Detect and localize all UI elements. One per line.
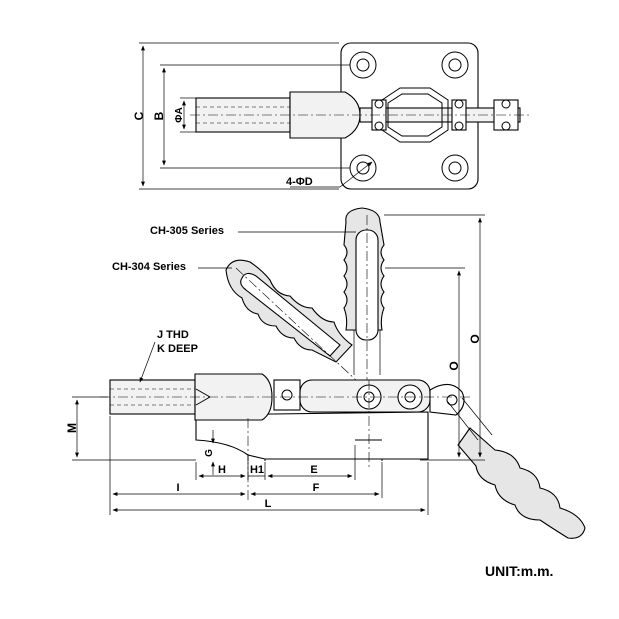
- side-view: CH-305 Series CH-304 Series J THD K DEEP…: [65, 207, 586, 539]
- dim-l-label: L: [265, 498, 272, 510]
- dim-b-label: B: [152, 111, 166, 120]
- dim-c-label: C: [132, 111, 146, 120]
- dim-h-label: H: [218, 464, 226, 476]
- top-view: C B ΦA 4-ΦD: [132, 42, 530, 190]
- dim-m-label: M: [65, 423, 79, 433]
- plunger-top: [195, 97, 291, 133]
- dim-o2-label: O: [468, 334, 482, 343]
- dim-f-label: F: [313, 482, 320, 494]
- unit-label: UNIT:m.m.: [485, 563, 554, 579]
- thread-label-2: K DEEP: [157, 343, 198, 355]
- thread-label-1: J THD: [157, 329, 189, 341]
- dim-d-label: 4-ΦD: [286, 176, 313, 188]
- dim-a-label: ΦA: [174, 107, 185, 122]
- base-side: [195, 411, 429, 460]
- dim-i-label: I: [176, 482, 179, 494]
- handle-ch305: [343, 207, 385, 395]
- series-305-label: CH-305 Series: [150, 225, 224, 237]
- dim-o1-label: O: [447, 361, 461, 370]
- handle-ch304: [225, 259, 373, 396]
- dim-g-label: G: [204, 449, 215, 457]
- dim-h1-label: H1: [250, 464, 264, 476]
- series-304-label: CH-304 Series: [112, 261, 186, 273]
- dim-e-label: E: [310, 464, 317, 476]
- handle-main: [447, 397, 586, 539]
